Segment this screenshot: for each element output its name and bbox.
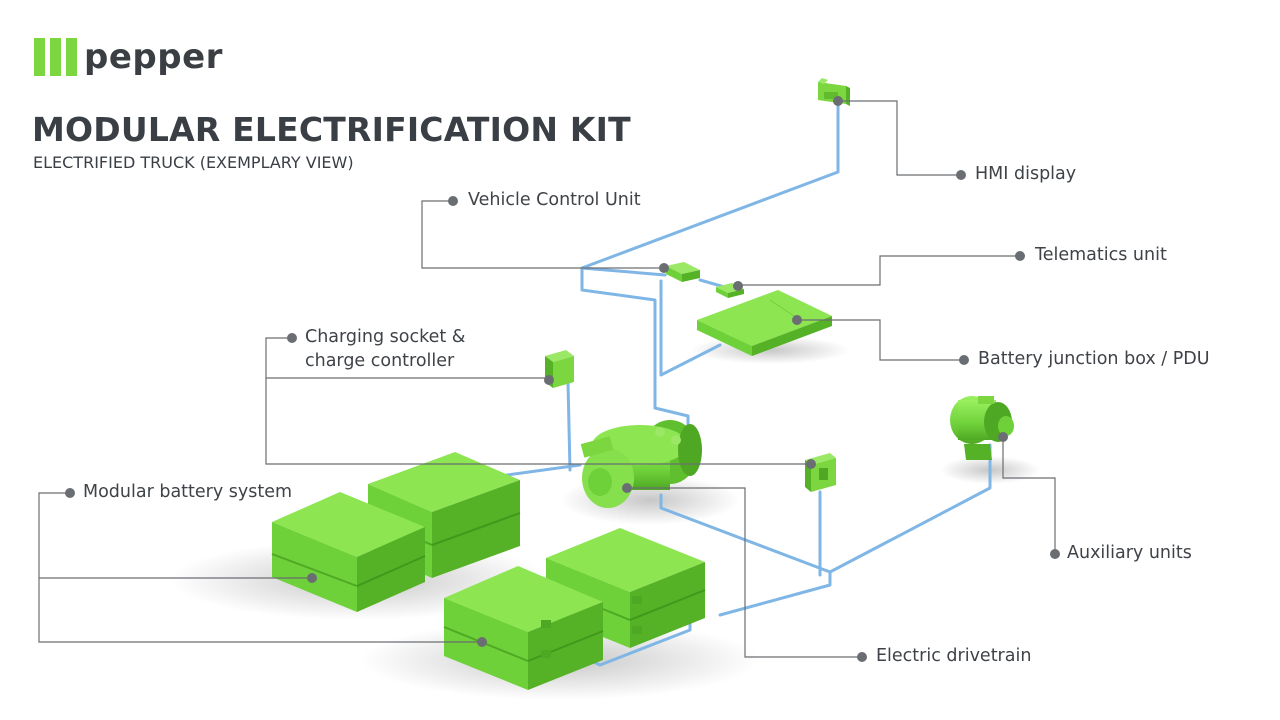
callout-vehicle-control-unit: Vehicle Control Unit (468, 190, 641, 210)
pepper-logo: pepper (34, 38, 224, 86)
battery-packs (271, 452, 706, 690)
logo-bars-icon (34, 38, 77, 76)
callout-telematics-unit: Telematics unit (1035, 245, 1167, 265)
pdu-unit (697, 290, 832, 356)
callout-leaders (38, 100, 1056, 658)
callout-auxiliary-units: Auxiliary units (1067, 543, 1192, 563)
charge-controller (805, 453, 836, 492)
callout-dots (65, 96, 1060, 662)
battery-stack-front-left (271, 492, 426, 612)
callout-hmi-display: HMI display (975, 164, 1077, 184)
callout-charging-line1: Charging socket & (305, 327, 466, 347)
vehicle-control-unit (666, 262, 700, 282)
auxiliary-unit (950, 396, 1014, 460)
callout-electric-drivetrain: Electric drivetrain (876, 646, 1032, 666)
callout-charging-line2: charge controller (305, 351, 455, 371)
electric-drivetrain (580, 420, 702, 508)
logo-wordmark: pepper (84, 37, 223, 77)
callout-pdu: Battery junction box / PDU (978, 349, 1210, 369)
callout-battery-system: Modular battery system (83, 482, 293, 502)
page-title: MODULAR ELECTRIFICATION KIT (32, 110, 631, 149)
page-subtitle: ELECTRIFIED TRUCK (EXEMPLARY VIEW) (33, 153, 354, 172)
